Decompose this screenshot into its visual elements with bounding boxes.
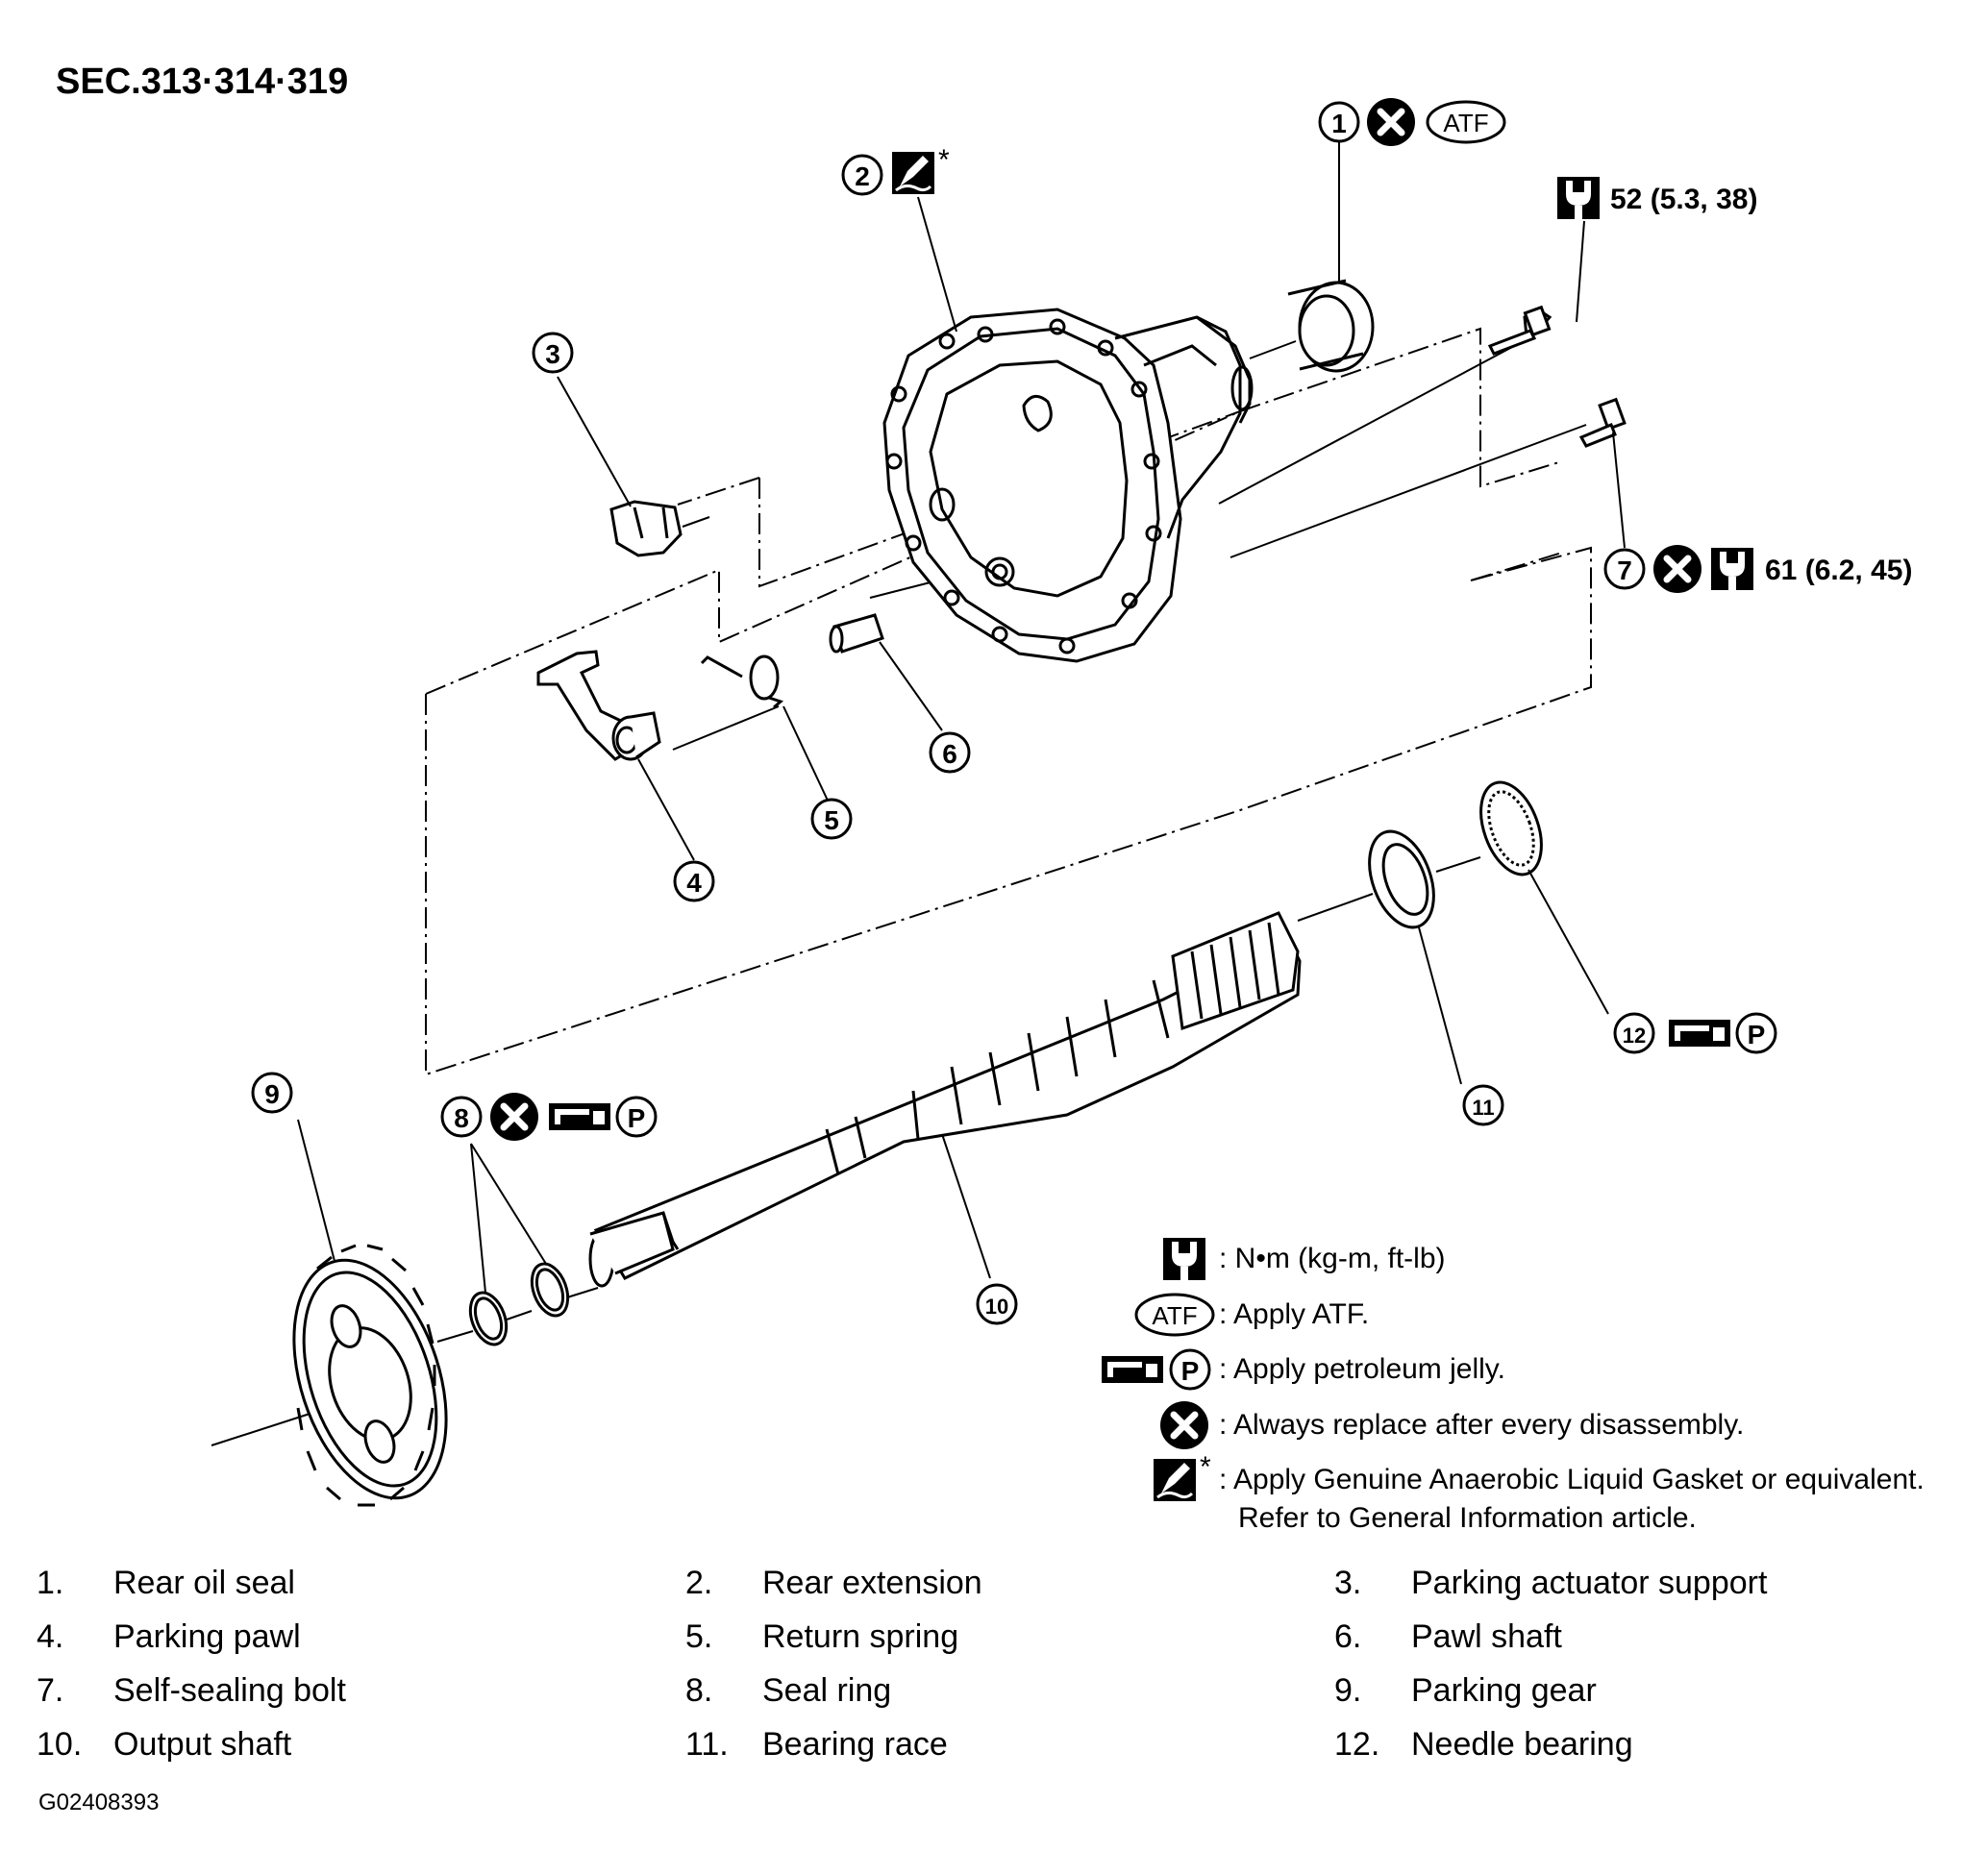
torque-spec-52: 52 (5.3, 38)	[1610, 184, 1757, 215]
legend-petroleum-jelly-icon	[1102, 1356, 1163, 1383]
callout-8: 8	[440, 1096, 483, 1138]
return-spring	[700, 654, 783, 709]
figure-id: G02408393	[38, 1790, 160, 1815]
petroleum-p-icon: P	[1735, 1012, 1777, 1054]
parts-list: 1.Rear oil seal 2.Rear extension 3.Parki…	[37, 1565, 1768, 1763]
callout-6: 6	[929, 731, 971, 774]
callout-12-label: 12	[1623, 1024, 1646, 1048]
callout-11-label: 11	[1472, 1096, 1494, 1120]
callout-1: 1	[1318, 101, 1360, 143]
callout-3: 3	[532, 332, 574, 374]
callout-10: 10	[976, 1283, 1018, 1325]
callout-4: 4	[673, 860, 715, 902]
callout-11: 11	[1462, 1084, 1504, 1126]
bearing-race	[1368, 829, 1435, 929]
legend-gasket-line2: Refer to General Information article.	[1238, 1502, 1697, 1534]
callout-5: 5	[810, 798, 853, 840]
svg-text:P: P	[1181, 1356, 1200, 1386]
atf-icon: ATF	[1426, 100, 1506, 144]
rear-oil-seal	[1287, 279, 1375, 373]
leader-lines	[297, 142, 1626, 1294]
bolt-upper	[1487, 305, 1552, 356]
callout-6-label: 6	[942, 739, 957, 769]
assembly-boundary	[425, 327, 1592, 1076]
callout-7: 7	[1603, 548, 1646, 590]
legend-gasket-line1: : Apply Genuine Anaerobic Liquid Gasket …	[1219, 1464, 1925, 1495]
legend-replace-icon	[1160, 1401, 1208, 1449]
legend-gasket-icon	[1152, 1457, 1198, 1503]
output-shaft	[588, 911, 1302, 1288]
legend-torque-units: : N•m (kg-m, ft-lb)	[1219, 1243, 1446, 1274]
callout-10-label: 10	[985, 1295, 1008, 1319]
legend-always-replace: : Always replace after every disassembly…	[1219, 1409, 1745, 1441]
seal-rings	[468, 1262, 570, 1346]
torque-wrench-icon	[1557, 177, 1600, 219]
legend-gasket-asterisk: *	[1200, 1451, 1211, 1483]
parking-actuator-support	[609, 500, 683, 557]
svg-text:P: P	[628, 1103, 646, 1133]
gasket-asterisk: *	[938, 144, 950, 176]
legend-atf-icon: ATF	[1134, 1293, 1215, 1337]
gasket-icon	[890, 150, 936, 196]
legend-apply-atf: : Apply ATF.	[1219, 1298, 1370, 1330]
callout-2-label: 2	[855, 161, 870, 191]
callout-2: 2	[841, 154, 883, 196]
petroleum-p-icon: P	[615, 1096, 658, 1138]
pawl-shaft	[829, 613, 884, 654]
svg-text:ATF: ATF	[1443, 109, 1488, 137]
legend-petroleum-p-icon: P	[1169, 1348, 1211, 1391]
callout-9-label: 9	[264, 1079, 280, 1109]
callout-7-label: 7	[1617, 555, 1632, 585]
replace-icon	[490, 1093, 538, 1141]
petroleum-jelly-icon	[549, 1103, 610, 1130]
callout-3-label: 3	[545, 339, 560, 369]
needle-bearing	[1479, 780, 1543, 876]
svg-text:P: P	[1748, 1020, 1766, 1049]
section-title: SEC.313·314·319	[56, 62, 349, 102]
svg-text:ATF: ATF	[1152, 1301, 1197, 1330]
replace-icon	[1367, 98, 1415, 146]
parking-gear	[292, 1244, 448, 1507]
parking-pawl	[536, 650, 661, 761]
callout-8-label: 8	[454, 1103, 469, 1133]
callout-12: 12	[1613, 1012, 1655, 1054]
rear-extension-housing	[882, 308, 1254, 663]
callout-5-label: 5	[824, 805, 839, 835]
legend-torque-icon	[1163, 1238, 1205, 1280]
callout-1-label: 1	[1331, 109, 1347, 138]
petroleum-jelly-icon	[1669, 1020, 1730, 1047]
bolt-self-sealing	[1578, 397, 1627, 448]
replace-icon	[1653, 545, 1701, 593]
legend-apply-petroleum: : Apply petroleum jelly.	[1219, 1353, 1505, 1385]
torque-wrench-icon	[1711, 548, 1753, 590]
callout-9: 9	[251, 1072, 293, 1114]
callout-4-label: 4	[686, 868, 702, 898]
torque-spec-61: 61 (6.2, 45)	[1765, 555, 1912, 586]
